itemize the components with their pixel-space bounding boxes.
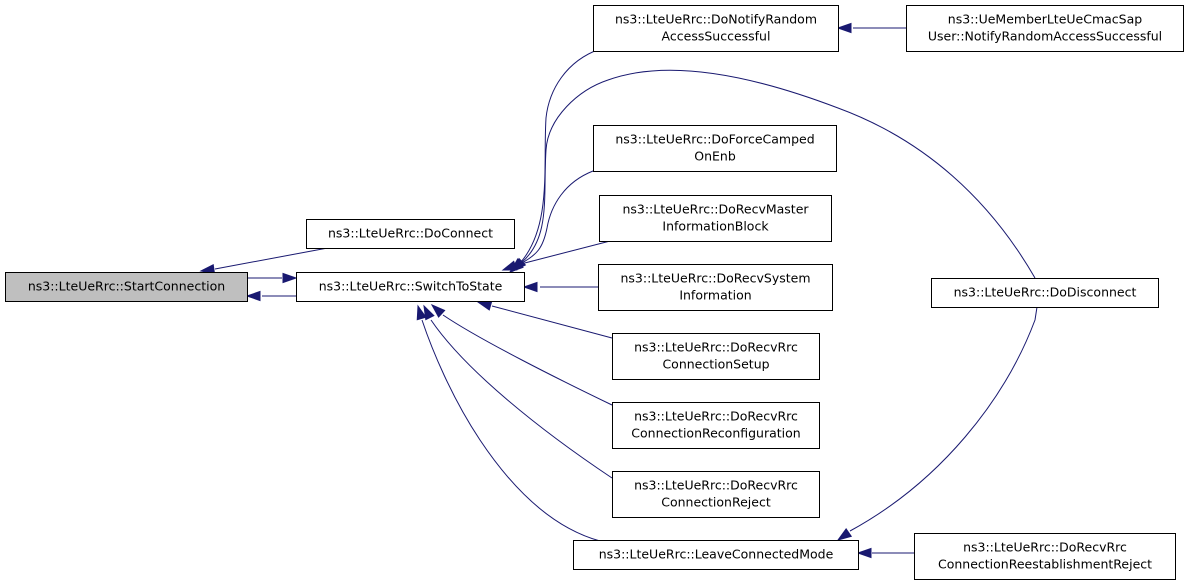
arrowhead-do_recv_rrc_connection_reestablishment_reject-to-leave_connected_mode bbox=[856, 547, 872, 559]
node-notify-random-access-successful[interactable]: ns3::UeMemberLteUeCmacSapUser::NotifyRan… bbox=[906, 5, 1184, 52]
node-do-recv-master-information-block[interactable]: ns3::LteUeRrc::DoRecvMasterInformationBl… bbox=[599, 195, 832, 242]
node-label-line: ns3::LteUeRrc::DoConnect bbox=[328, 226, 493, 241]
edge-do_recv_rrc_connection_setup-to-switch_to_state bbox=[491, 305, 613, 339]
arrowhead-do_recv_rrc_connection_reconfiguration-to-switch_to_state bbox=[430, 303, 446, 318]
edge-leave_connected_mode-to-switch_to_state bbox=[421, 319, 601, 542]
edge-do_notify_random_access_successful-to-switch_to_state bbox=[520, 48, 601, 263]
edge-do_recv_rrc_connection_reconfiguration-to-switch_to_state bbox=[442, 314, 613, 406]
arrowhead-start_connection-to-switch_to_state bbox=[282, 272, 298, 284]
graph-nodes: ns3::LteUeRrc::StartConnectionns3::LteUe… bbox=[5, 5, 1184, 580]
node-label-line: ns3::LteUeRrc::LeaveConnectedMode bbox=[599, 547, 834, 562]
node-box bbox=[612, 402, 820, 449]
node-box bbox=[5, 272, 248, 302]
node-do-disconnect[interactable]: ns3::LteUeRrc::DoDisconnect bbox=[931, 278, 1159, 308]
edge-do_recv_rrc_connection_reject-to-switch_to_state bbox=[430, 319, 613, 479]
node-box bbox=[599, 195, 832, 242]
edge-leave_connected_mode-to-do_disconnect bbox=[849, 306, 1038, 532]
node-label-line: ns3::LteUeRrc::DoRecvRrc bbox=[634, 340, 798, 355]
node-box bbox=[296, 272, 525, 302]
node-do-connect[interactable]: ns3::LteUeRrc::DoConnect bbox=[306, 219, 515, 249]
node-box bbox=[612, 471, 820, 518]
node-box bbox=[906, 5, 1184, 52]
node-box bbox=[593, 5, 839, 52]
node-box bbox=[573, 540, 859, 570]
node-label-line: ns3::LteUeRrc::StartConnection bbox=[28, 279, 225, 294]
node-label-line: ns3::LteUeRrc::DoNotifyRandom bbox=[615, 12, 817, 27]
edge-do_disconnect-to-switch_to_state bbox=[520, 69, 1036, 279]
node-label-line: Information bbox=[679, 288, 751, 303]
arrowhead-switch_to_state-to-start_connection bbox=[245, 290, 261, 302]
node-label-line: AccessSuccessful bbox=[662, 29, 771, 44]
node-label-line: OnEnb bbox=[694, 149, 736, 164]
arrowhead-do_recv_rrc_connection_setup-to-switch_to_state bbox=[476, 300, 493, 311]
node-label-line: ns3::LteUeRrc::DoRecvRrc bbox=[634, 478, 798, 493]
node-label-line: ns3::LteUeRrc::DoDisconnect bbox=[954, 285, 1137, 300]
node-box bbox=[931, 278, 1159, 308]
node-box bbox=[598, 264, 833, 311]
node-label-line: ConnectionReject bbox=[661, 495, 771, 510]
arrowhead-notify_random_access_successful-to-do_notify_random_access_successful bbox=[836, 22, 852, 34]
node-label-line: User::NotifyRandomAccessSuccessful bbox=[928, 29, 1162, 44]
node-label-line: ns3::LteUeRrc::DoRecvMaster bbox=[622, 202, 809, 217]
node-box bbox=[306, 219, 515, 249]
node-switch-to-state[interactable]: ns3::LteUeRrc::SwitchToState bbox=[296, 272, 525, 302]
edge-do_connect-to-start_connection bbox=[214, 246, 334, 270]
node-leave-connected-mode[interactable]: ns3::LteUeRrc::LeaveConnectedMode bbox=[573, 540, 859, 570]
edge-do_recv_master_information_block-to-switch_to_state bbox=[516, 239, 615, 266]
node-box bbox=[914, 533, 1176, 580]
node-label-line: ns3::UeMemberLteUeCmacSap bbox=[948, 12, 1142, 27]
node-label-line: ConnectionReconfiguration bbox=[631, 426, 800, 441]
arrowhead-do_recv_rrc_connection_reject-to-switch_to_state bbox=[423, 304, 435, 321]
node-label-line: ConnectionSetup bbox=[662, 357, 769, 372]
node-label-line: ns3::LteUeRrc::DoForceCamped bbox=[615, 132, 814, 147]
node-start-connection[interactable]: ns3::LteUeRrc::StartConnection bbox=[5, 272, 248, 302]
node-label-line: ns3::LteUeRrc::DoRecvRrc bbox=[634, 409, 798, 424]
node-box bbox=[593, 125, 837, 172]
node-label-line: InformationBlock bbox=[662, 219, 769, 234]
node-do-notify-random-access-successful[interactable]: ns3::LteUeRrc::DoNotifyRandomAccessSucce… bbox=[593, 5, 839, 52]
node-label-line: ConnectionReestablishmentReject bbox=[938, 557, 1152, 572]
edge-do_force_camped_on_enb-to-switch_to_state bbox=[519, 170, 594, 265]
arrowhead-leave_connected_mode-to-do_disconnect bbox=[836, 528, 853, 541]
arrowhead-leave_connected_mode-to-switch_to_state bbox=[416, 304, 427, 321]
node-label-line: ns3::LteUeRrc::DoRecvSystem bbox=[620, 271, 810, 286]
node-label-line: ns3::LteUeRrc::DoRecvRrc bbox=[963, 540, 1127, 555]
graph-edges bbox=[199, 22, 1038, 559]
node-do-recv-rrc-connection-reconfiguration[interactable]: ns3::LteUeRrc::DoRecvRrcConnectionReconf… bbox=[612, 402, 820, 449]
node-box bbox=[612, 333, 820, 380]
node-do-recv-rrc-connection-reestablishment-reject[interactable]: ns3::LteUeRrc::DoRecvRrcConnectionReesta… bbox=[914, 533, 1176, 580]
arrowhead-do_recv_master_information_block-to-switch_to_state bbox=[501, 260, 518, 271]
arrowhead-do_recv_system_information-to-switch_to_state bbox=[522, 281, 538, 293]
node-label-line: ns3::LteUeRrc::SwitchToState bbox=[319, 279, 503, 294]
